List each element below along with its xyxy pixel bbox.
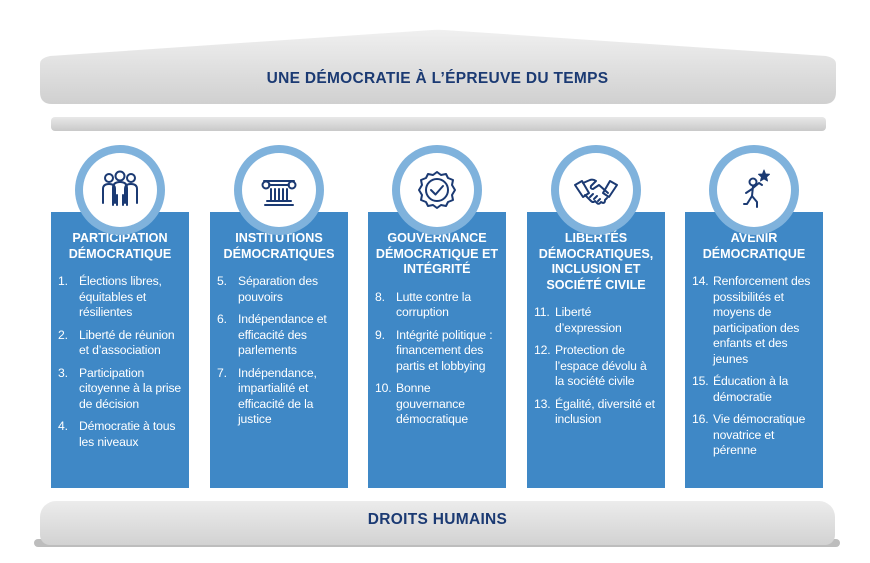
base-title: DROITS HUMAINS bbox=[367, 511, 508, 528]
list-item: 7.Indépendance, impartialité et efficaci… bbox=[217, 365, 317, 427]
people-group-icon bbox=[75, 145, 165, 235]
list-item: 13.Égalité, diversité et inclusion bbox=[534, 396, 655, 427]
pillar-libertes: LIBERTÉS DÉMOCRATIQUES, INCLUSION ET SOC… bbox=[527, 212, 665, 488]
list-item: 12.Protection de l’espace dévolu à la so… bbox=[534, 343, 647, 388]
list-item: 3.Participation citoyenne à la prise de … bbox=[58, 365, 182, 411]
handshake-icon bbox=[551, 145, 641, 235]
person-star-icon bbox=[709, 145, 799, 235]
list-item: 2.Liberté de réunion et d’association bbox=[58, 327, 175, 358]
pillar-gouvernance: GOUVERNANCE DÉMOCRATIQUE ET INTÉGRITÉ 8.… bbox=[368, 212, 506, 488]
roof-beam bbox=[51, 117, 826, 131]
ionic-column-icon bbox=[234, 145, 324, 235]
pillar-participation: PARTICIPATION DÉMOCRATIQUE 1.Élections l… bbox=[51, 212, 189, 488]
pillar-avenir: AVENIR DÉMOCRATIQUE 14.Renforcement des … bbox=[685, 212, 823, 488]
list-item: 9.Intégrité politique : financement des … bbox=[375, 327, 493, 373]
pillar-title: PARTICIPATION DÉMOCRATIQUE bbox=[68, 231, 172, 261]
list-item: 8.Lutte contre la corruption bbox=[375, 289, 471, 320]
roof-title: UNE DÉMOCRATIE À L’ÉPREUVE DU TEMPS bbox=[266, 70, 609, 87]
list-item: 15.Éducation à la démocratie bbox=[692, 374, 789, 404]
roof bbox=[40, 29, 836, 104]
pillar-title: GOUVERNANCE DÉMOCRATIQUE ET INTÉGRITÉ bbox=[375, 231, 499, 276]
pillar-title: AVENIR DÉMOCRATIQUE bbox=[702, 231, 806, 261]
list-item: 6.Indépendance et efficacité des parleme… bbox=[217, 312, 327, 357]
list-item: 10.Bonne gouvernance démocratique bbox=[375, 381, 469, 426]
base-plinth bbox=[40, 501, 835, 545]
list-item: 11.Liberté d’expression bbox=[534, 305, 622, 335]
pillar-institutions: INSTITUTIONS DÉMOCRATIQUES 5.Séparation … bbox=[210, 212, 348, 488]
seal-check-icon bbox=[392, 145, 482, 235]
pillar-title: LIBERTÉS DÉMOCRATIQUES, INCLUSION ET SOC… bbox=[538, 231, 654, 292]
list-item: 4.Démocratie à tous les niveaux bbox=[58, 419, 176, 449]
list-item: 14.Renforcement des possibilités et moye… bbox=[692, 274, 811, 366]
list-item: 5.Séparation des pouvoirs bbox=[217, 274, 318, 304]
pillar-title: INSTITUTIONS DÉMOCRATIQUES bbox=[223, 231, 335, 261]
list-item: 1.Élections libres, équitables et résili… bbox=[58, 274, 162, 319]
list-item: 16.Vie démocratique novatrice et pérenne bbox=[692, 412, 806, 457]
